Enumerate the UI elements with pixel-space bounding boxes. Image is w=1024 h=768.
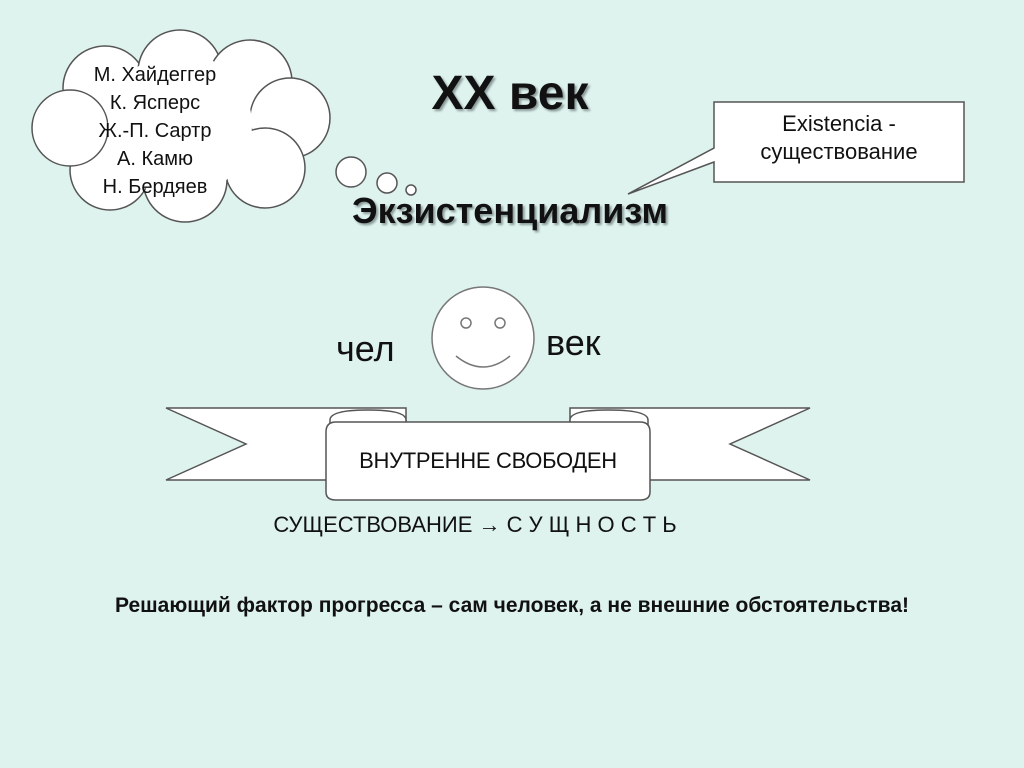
ribbon-banner-icon bbox=[165, 407, 811, 501]
thinker-name: К. Ясперс bbox=[109, 92, 201, 114]
callout-line-1: Existencia - bbox=[782, 111, 896, 136]
slide-subtitle: Экзистенциализм bbox=[352, 190, 668, 231]
thought-cloud-icon bbox=[31, 29, 331, 223]
banner-text: ВНУТРЕННЕ СВОБОДЕН bbox=[359, 448, 617, 473]
essence-to: С У Щ Н О С Т Ь bbox=[506, 512, 677, 537]
thinker-name: Н. Бердяев bbox=[102, 176, 208, 198]
thinker-name: А. Камю bbox=[117, 148, 193, 170]
thought-bubbles-icon bbox=[335, 156, 417, 196]
essence-line: СУЩЕСТВОВАНИЕ → С У Щ Н О С Т Ь bbox=[190, 512, 760, 538]
thinker-name: Ж.-П. Сартр bbox=[98, 120, 212, 142]
callout-line-2: существование bbox=[760, 139, 918, 164]
arrow-right-icon: → bbox=[478, 512, 501, 537]
smiley-face-icon bbox=[431, 286, 535, 390]
essence-from: СУЩЕСТВОВАНИЕ bbox=[273, 512, 473, 537]
slide-title: XX век bbox=[431, 67, 589, 120]
thinker-name: М. Хайдеггер bbox=[93, 64, 217, 86]
conclusion-text: Решающий фактор прогресса – сам человек,… bbox=[114, 594, 909, 617]
speech-callout-icon bbox=[627, 101, 965, 195]
word-left: чел bbox=[336, 328, 395, 369]
word-right: век bbox=[546, 322, 601, 363]
